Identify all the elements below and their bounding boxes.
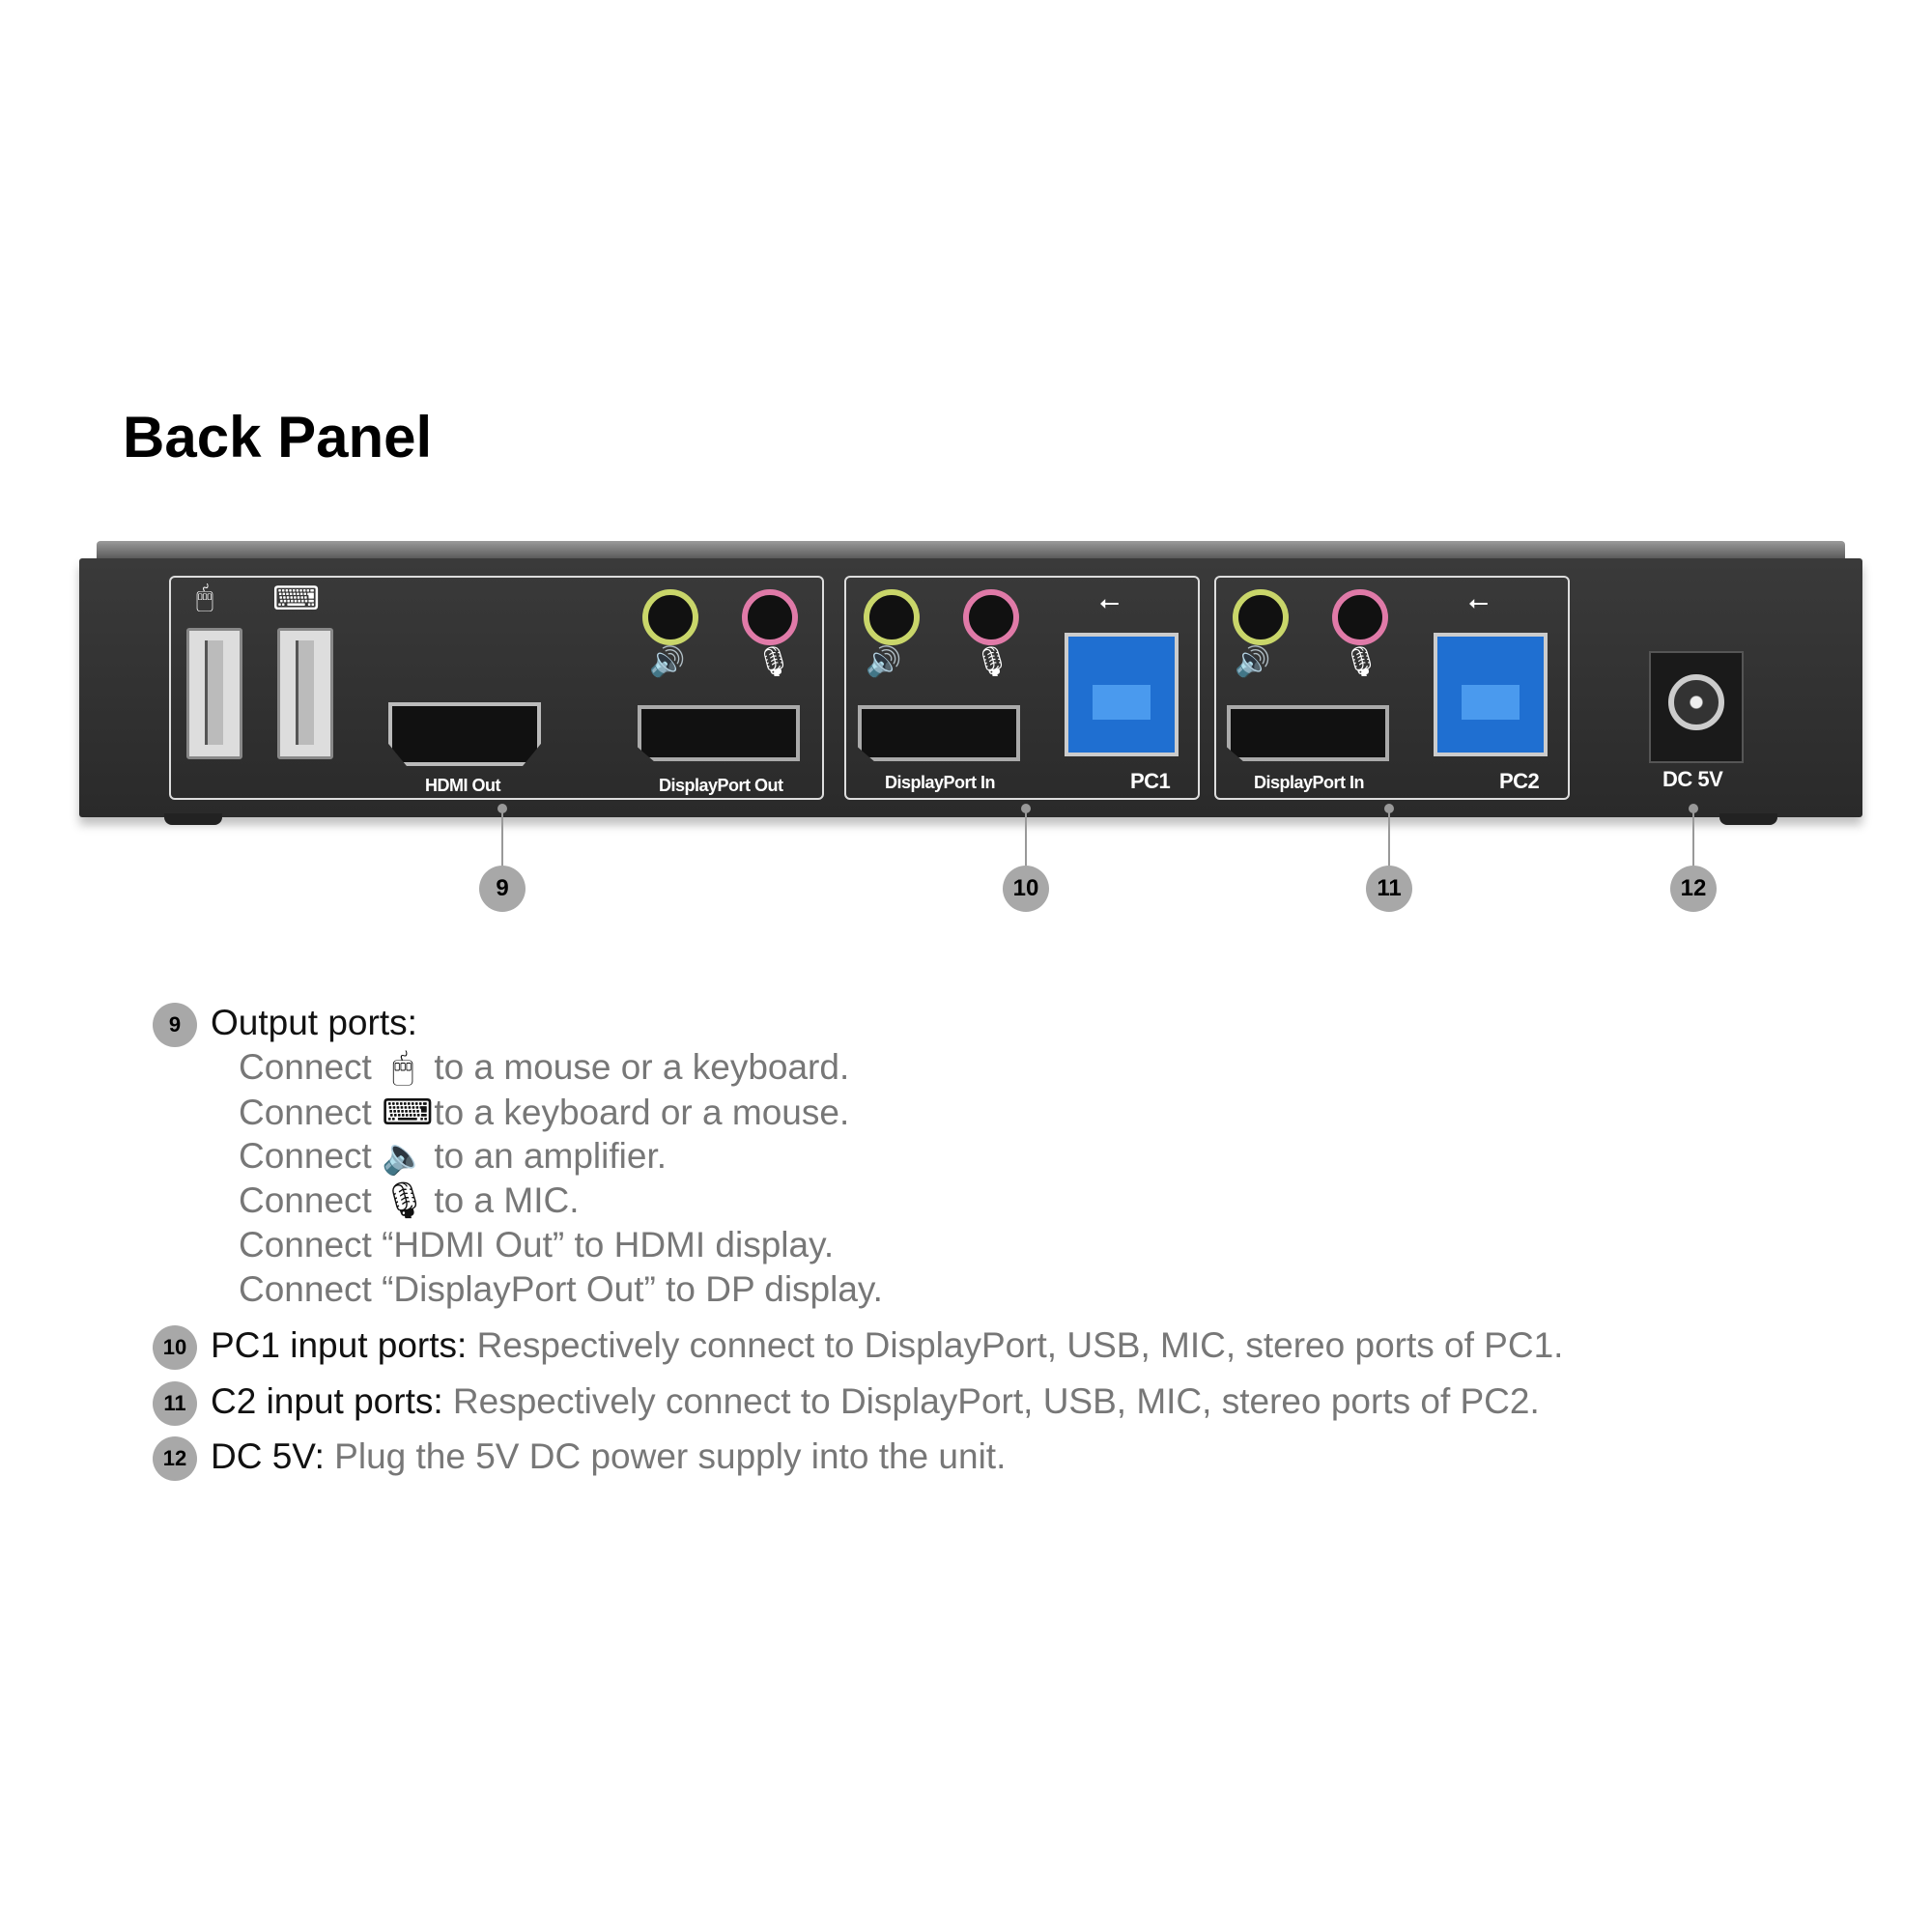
pc1-usb-b-port [1065,633,1179,756]
line-text: Connect [239,1136,372,1176]
item-number: 10 [153,1325,197,1370]
list-line: DC 5V: Plug the 5V DC power supply into … [211,1436,1006,1477]
list-line: Connect 🖱 to a mouse or a keyboard. [239,1047,849,1089]
item-heading: Output ports: [211,1003,417,1043]
heading: DC 5V: [211,1436,325,1476]
line-text: Respectively connect to DisplayPort, USB… [476,1325,1564,1365]
label-displayport-out: DisplayPort Out [659,776,783,795]
displayport-out-port [638,705,800,761]
keyboard-icon: ⌨ [382,1093,434,1132]
audio-out-jack [642,589,698,645]
callout-12: 12 [1670,866,1717,912]
pc2-mic-jack [1332,589,1388,645]
heading: PC1 input ports: [211,1325,468,1365]
device-foot [1719,813,1777,825]
label-displayport-in: DisplayPort In [885,773,996,792]
pc1-audio-jack [864,589,920,645]
label-hdmi-out: HDMI Out [425,776,500,795]
callout-line [501,810,503,867]
list-line: Connect ⌨ to a keyboard or a mouse. [239,1092,849,1133]
item-number: 12 [153,1436,197,1481]
line-text: to a keyboard or a mouse. [434,1093,850,1132]
label-displayport-in: DisplayPort In [1254,773,1365,792]
dc-power-jack [1649,651,1744,763]
list-line: C2 input ports: Respectively connect to … [211,1381,1540,1422]
line-text: to an amplifier. [434,1136,668,1176]
mic-jack [742,589,798,645]
item-number: 9 [153,1003,197,1047]
list-line: PC1 input ports: Respectively connect to… [211,1325,1563,1366]
line-text: Connect [239,1180,372,1220]
callout-11: 11 [1366,866,1412,912]
pc1-mic-jack [963,589,1019,645]
list-line: Connect 🔈 to an amplifier. [239,1136,667,1178]
line-text: Connect [239,1047,372,1087]
usb-mouse-port [186,628,242,759]
list-line: Connect “HDMI Out” to HDMI display. [239,1225,835,1264]
mouse-icon: 🖱 [391,1047,414,1087]
list-line: Connect 🎙 to a MIC. [239,1180,579,1222]
callout-dot [497,804,507,813]
list-line: Connect “DisplayPort Out” to DP display. [239,1269,883,1309]
mouse-icon: 🖱 [196,582,213,613]
microphone-icon: 🎙 [382,1180,428,1220]
callout-10: 10 [1003,866,1049,912]
speaker-icon: 🔊 [1235,646,1271,678]
line-text: Plug the 5V DC power supply into the uni… [334,1436,1007,1476]
microphone-icon: 🎙 [974,646,1011,678]
line-text: to a mouse or a keyboard. [434,1047,850,1087]
speaker-icon: 🔊 [649,646,686,678]
output-ports-group [169,576,824,800]
device-foot [164,813,222,825]
label-dc-5v: DC 5V [1662,767,1723,791]
callout-dot [1384,804,1394,813]
line-text: Respectively connect to DisplayPort, USB… [452,1381,1540,1421]
usb-icon: ⭠ [1468,587,1489,616]
item-number: 11 [153,1381,197,1426]
usb-keyboard-port [277,628,333,759]
page-title: Back Panel [123,405,433,469]
pc1-displayport-in [858,705,1020,761]
heading: C2 input ports: [211,1381,443,1421]
pc2-ports-group [1214,576,1570,800]
callout-line [1388,810,1390,867]
keyboard-icon: ⌨ [272,581,321,617]
callout-line [1025,810,1027,867]
line-text: to a MIC. [434,1180,580,1220]
usb-icon: ⭠ [1099,587,1120,616]
heading: Output ports: [211,1003,417,1042]
device-top-edge [97,541,1845,560]
callout-dot [1689,804,1698,813]
callout-9: 9 [479,866,526,912]
hdmi-out-port [388,702,541,766]
callout-line [1692,810,1694,867]
callout-dot [1021,804,1031,813]
line-text: Connect [239,1093,372,1132]
pc1-ports-group [844,576,1200,800]
speaker-icon: 🔊 [866,646,902,678]
speaker-icon: 🔈 [382,1136,427,1176]
microphone-icon: 🎙 [755,646,793,678]
pc2-audio-jack [1233,589,1289,645]
pc2-usb-b-port [1434,633,1548,756]
microphone-icon: 🎙 [1343,646,1380,678]
label-pc1: PC1 [1130,769,1171,793]
label-pc2: PC2 [1499,769,1540,793]
pc2-displayport-in [1227,705,1389,761]
